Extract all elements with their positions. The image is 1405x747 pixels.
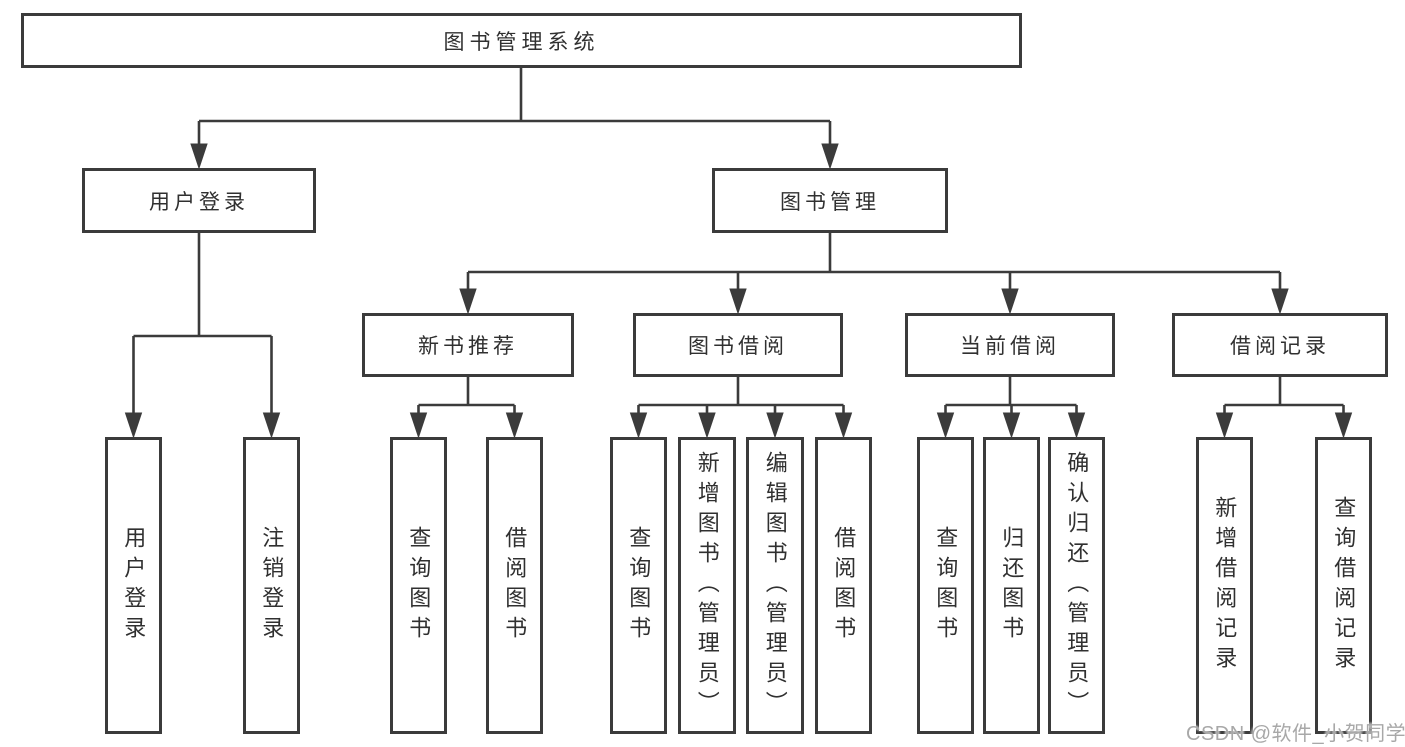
- node-label: 用户登录: [149, 190, 249, 214]
- node-book-borrowing: 图书借阅: [633, 313, 843, 377]
- node-label: 查询图书: [933, 525, 959, 646]
- leaf-query-borrow-record: 查询借阅记录: [1315, 437, 1372, 734]
- edge-borrowing-records-to-leaves: [1215, 377, 1353, 439]
- node-label: 图书管理系统: [443, 30, 600, 54]
- leaf-user-login: 用户登录: [105, 437, 162, 734]
- node-label: 新增借阅记录: [1212, 495, 1238, 676]
- node-label: 查询借阅记录: [1331, 495, 1357, 676]
- node-label: 借阅图书: [831, 525, 857, 646]
- leaf-query-books-borrowing: 查询图书: [610, 437, 667, 734]
- edge-user-login-to-leaves: [124, 233, 281, 439]
- edge-book-borrowing-to-leaves: [629, 377, 853, 439]
- leaf-logout: 注销登录: [243, 437, 300, 734]
- node-label: 归还图书: [999, 525, 1025, 646]
- node-label: 确认归还（管理员）: [1064, 450, 1090, 721]
- node-user-login: 用户登录: [82, 168, 316, 233]
- node-label: 图书管理: [780, 190, 880, 214]
- edge-root-to-level2: [190, 68, 839, 170]
- edge-book-management-to-level3: [459, 233, 1289, 315]
- leaf-query-books-current: 查询图书: [917, 437, 974, 734]
- node-label: 当前借阅: [960, 335, 1060, 358]
- csdn-watermark: CSDN @软件_小贺同学: [1186, 723, 1405, 745]
- leaf-confirm-return-admin: 确认归还（管理员）: [1048, 437, 1105, 734]
- node-current-borrowing: 当前借阅: [905, 313, 1115, 377]
- node-label: 借阅记录: [1230, 335, 1330, 358]
- node-label: 新书推荐: [418, 335, 518, 358]
- leaf-add-borrow-record: 新增借阅记录: [1196, 437, 1253, 734]
- leaf-borrow-books-borrowing: 借阅图书: [815, 437, 872, 734]
- leaf-query-books-newbook: 查询图书: [390, 437, 447, 734]
- leaf-add-book-admin: 新增图书（管理员）: [678, 437, 736, 734]
- node-new-book-recommend: 新书推荐: [362, 313, 574, 377]
- node-label: 用户登录: [121, 525, 147, 646]
- node-borrowing-records: 借阅记录: [1172, 313, 1388, 377]
- node-label: 新增图书（管理员）: [694, 450, 720, 721]
- leaf-edit-book-admin: 编辑图书（管理员）: [746, 437, 804, 734]
- node-label: 查询图书: [626, 525, 652, 646]
- node-label: 图书借阅: [688, 335, 788, 358]
- edge-new-book-to-leaves: [409, 377, 524, 439]
- node-root-system: 图书管理系统: [21, 13, 1022, 68]
- node-label: 借阅图书: [502, 525, 528, 646]
- leaf-return-books: 归还图书: [983, 437, 1040, 734]
- node-label: 查询图书: [406, 525, 432, 646]
- node-label: 注销登录: [259, 525, 285, 646]
- node-book-management: 图书管理: [712, 168, 948, 233]
- node-label: 编辑图书（管理员）: [762, 450, 788, 721]
- leaf-borrow-books-newbook: 借阅图书: [486, 437, 543, 734]
- edge-current-borrowing-to-leaves: [936, 377, 1086, 439]
